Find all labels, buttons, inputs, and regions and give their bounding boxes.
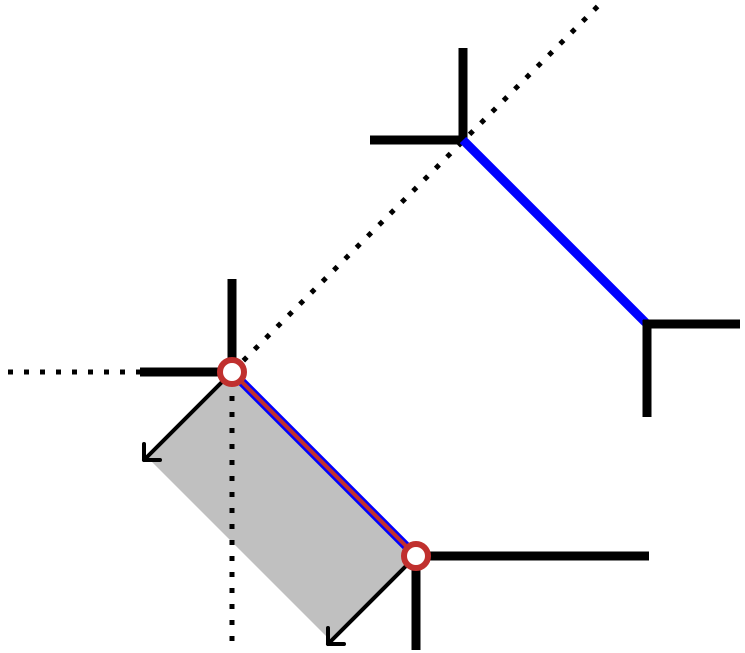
direction-arrows bbox=[142, 370, 418, 646]
lower-red-diagonal-edge bbox=[230, 370, 418, 558]
arrow-lower-shaft bbox=[326, 554, 418, 646]
dotted-diagonal-guide bbox=[230, 4, 600, 374]
blue-diagonal-edge bbox=[459, 136, 651, 328]
lower-left-structure bbox=[140, 279, 649, 650]
shaded-swept-region bbox=[147, 372, 416, 641]
upper-right-structure bbox=[370, 48, 740, 417]
arrow-lower-head-icon bbox=[326, 626, 346, 646]
arrow-upper-head-icon bbox=[142, 442, 162, 462]
vertex-point-lower bbox=[401, 541, 431, 571]
dotted-guides bbox=[8, 4, 600, 650]
vertex-point-upper bbox=[217, 357, 247, 387]
arrow-upper-shaft bbox=[142, 370, 234, 462]
